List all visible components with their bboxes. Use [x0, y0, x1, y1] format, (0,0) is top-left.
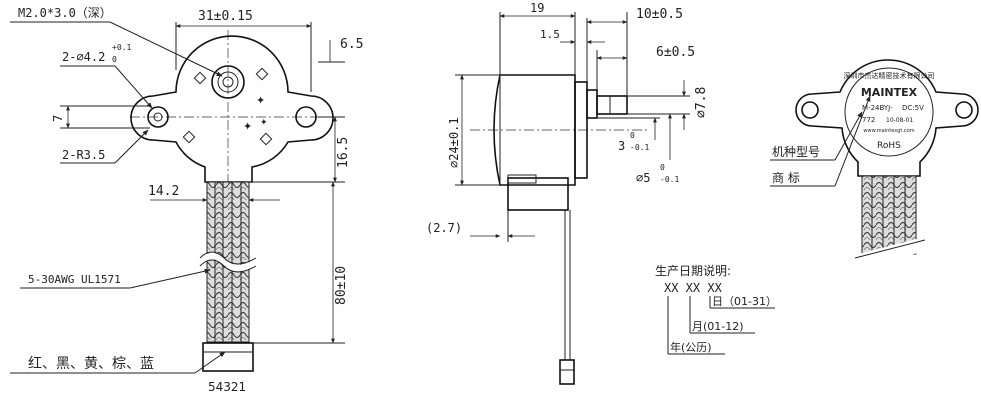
dim-24-label: ∅24±0.1 [447, 117, 461, 168]
right-mount-hole [295, 106, 317, 128]
label-voltage: DC:5V [902, 104, 924, 112]
dim-15-label: 1.5 [540, 28, 560, 41]
shaft-boss [211, 65, 245, 99]
dim-5-label: ∅5 [636, 171, 650, 185]
side-body [493, 74, 576, 186]
dim-78-label: ∅7.8 [694, 87, 709, 118]
dim-5-upper: 0 [660, 163, 665, 172]
leader-colors [194, 351, 226, 374]
hole-tol-lower: 0 [112, 55, 117, 64]
dim-3-lower: -0.1 [630, 143, 649, 152]
rivet-1 [193, 71, 207, 85]
thread-note: M2.0*3.0（深） [18, 6, 112, 20]
side-view: 19 10±0.5 1.5 6±0.5 ∅7.8 3 0 -0.1 ∅5 0 -… [426, 1, 709, 385]
dim-142-label: 14.2 [148, 184, 179, 199]
date-legend: 生产日期说明: XX XX XX 日（01-31） 月(01-12) 年(公历) [655, 263, 777, 355]
label-wire-bundle [861, 175, 917, 255]
leader-radius [114, 129, 149, 164]
dim-7-label: 7 [51, 115, 65, 122]
left-hole-inner [153, 112, 163, 122]
dim-19-label: 19 [530, 1, 544, 15]
side-boss [586, 89, 598, 119]
rivet-3 [182, 130, 196, 144]
wire-note: 5-30AWG UL1571 [28, 273, 121, 286]
leader-wire [129, 268, 211, 289]
break-mark-1 [199, 251, 257, 265]
date-legend-title: 生产日期说明: [655, 263, 731, 278]
label-view: 深圳市杰达精密技术有限公司 MAINTEX M-24BYJ- DC:5V 772… [770, 59, 979, 269]
label-brand-caption: 商 标 [772, 170, 800, 185]
connector [202, 342, 254, 372]
date-year: 年(公历) [670, 340, 712, 354]
leader-model [834, 111, 863, 161]
date-month: 月(01-12) [692, 320, 744, 333]
pin-numbers: 54321 [208, 380, 246, 394]
label-date: 10-08-01 [886, 117, 913, 124]
label-right-hole [955, 101, 973, 119]
dim-10-label: 10±0.5 [636, 7, 683, 22]
hole-tol-upper: +0.1 [112, 43, 131, 52]
label-website: www.maintexgt.com [863, 128, 914, 134]
label-wire-cut-edge [854, 239, 926, 259]
side-shaft [596, 95, 628, 115]
date-day: 日（01-31） [712, 295, 777, 308]
side-flange [574, 81, 588, 179]
rivet-2 [255, 67, 269, 81]
leader-brand [834, 95, 871, 187]
dim-65-label: 6.5 [340, 37, 363, 52]
label-brand: MAINTEX [861, 86, 918, 99]
label-model: M-24BYJ- [862, 104, 893, 112]
dim-31-label: 31±0.15 [198, 9, 253, 24]
left-mount-hole [147, 106, 169, 128]
dim-165-label: 16.5 [336, 137, 351, 168]
dim-80-label: 80±10 [334, 266, 349, 305]
dim-3-upper: 0 [630, 131, 635, 140]
dim-6-label: 6±0.5 [656, 45, 695, 60]
leader-hole [114, 65, 153, 109]
rivet-4 [259, 132, 273, 146]
hole-dia-label: 2-∅4.2 [62, 50, 105, 64]
label-wire-cut [853, 237, 927, 269]
cross-mark-3: ✦ [260, 118, 268, 128]
label-rohs: RoHS [877, 141, 901, 151]
label-sticker [844, 67, 934, 157]
dim-3-label: 3 [618, 139, 625, 153]
side-wire-block [507, 177, 569, 211]
label-code: 772 [862, 116, 875, 124]
side-connector [559, 359, 575, 385]
date-codes: XX XX XX [664, 281, 723, 295]
break-mark-2 [199, 259, 257, 273]
shaft-inner [222, 76, 234, 88]
motor-body-outline [130, 35, 334, 183]
label-left-hole [801, 101, 819, 119]
cross-mark-1: ✦ [256, 94, 265, 107]
leader-thread [109, 21, 223, 77]
front-view: ✦ ✦ ✦ 31±0.15 6.5 16.5 7 14.2 [10, 6, 363, 394]
cross-mark-2: ✦ [243, 120, 252, 133]
label-model-caption: 机种型号 [772, 145, 820, 159]
break-mark-bg [197, 253, 258, 271]
dim-27-label: (2.7) [426, 221, 462, 235]
side-wire-tab [507, 174, 537, 184]
radius-label: 2-R3.5 [62, 148, 105, 162]
label-company: 深圳市杰达精密技术有限公司 [844, 71, 935, 80]
label-body-outline [795, 59, 979, 177]
wire-colors: 红、黑、黄、棕、蓝 [28, 355, 154, 372]
dim-5-lower: -0.1 [660, 175, 679, 184]
shaft-outer [217, 71, 239, 93]
